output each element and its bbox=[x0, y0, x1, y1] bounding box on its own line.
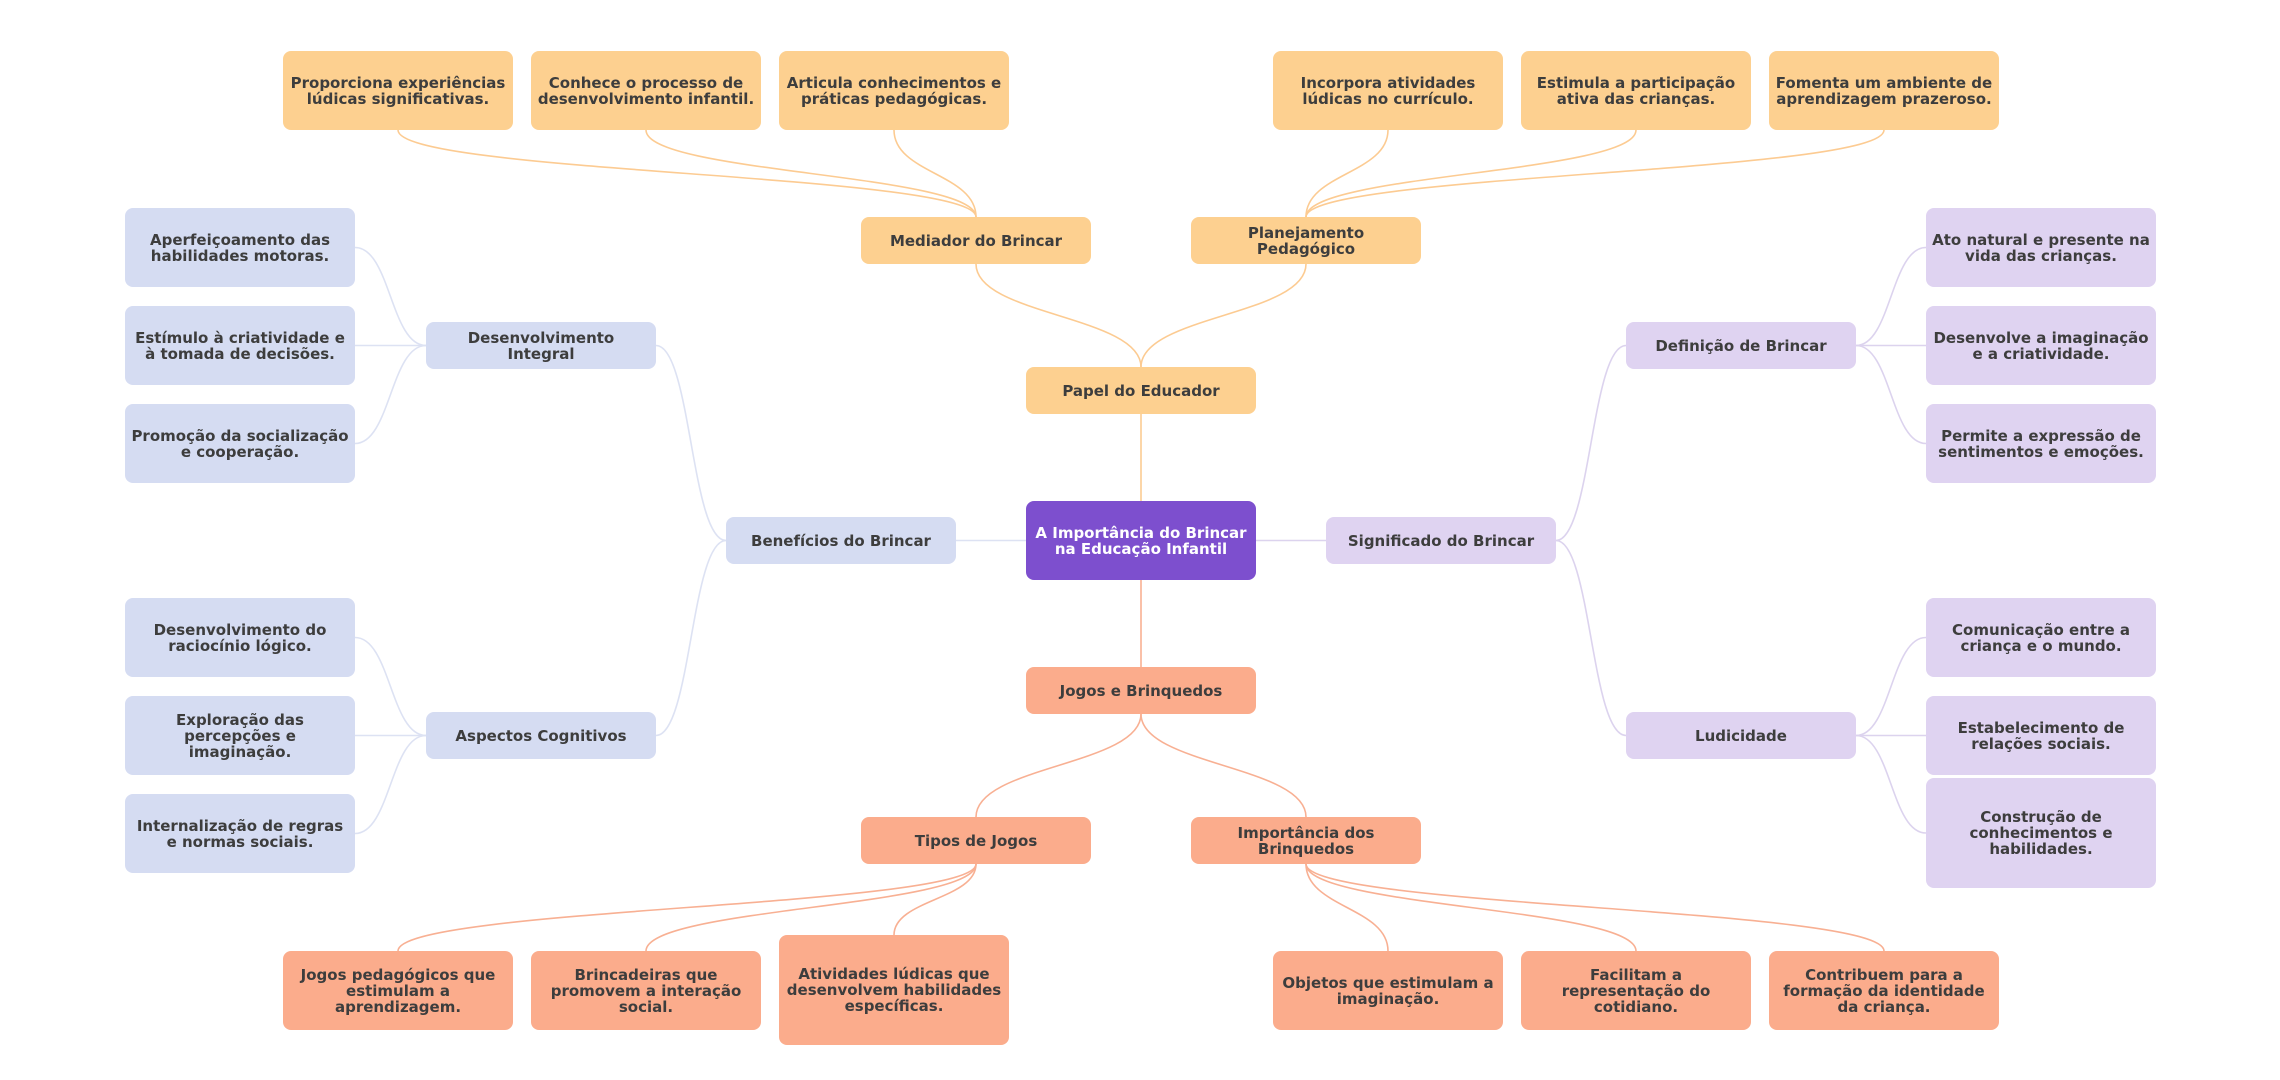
leaf-estimulo-a-criatividade[interactable]: Estímulo à criatividade e à tomada de de… bbox=[125, 306, 355, 385]
leaf-comunicacao[interactable]: Comunicação entre a criança e o mundo. bbox=[1926, 598, 2156, 677]
link-educador-planejamento bbox=[1140, 263, 1307, 368]
link-cognitivos-leaf-2 bbox=[354, 734, 427, 835]
leaf-internalizacao-de-regras[interactable]: Internalização de regras e normas sociai… bbox=[125, 794, 355, 873]
link-planejamento-leaf-0 bbox=[1305, 129, 1389, 218]
link-tipos-leaf-2 bbox=[893, 863, 977, 936]
link-cognitivos-leaf-0 bbox=[354, 636, 427, 737]
node-planejamento-pedagogico[interactable]: Planejamento Pedagógico bbox=[1191, 217, 1421, 264]
leaf-jogos-pedagogicos[interactable]: Jogos pedagógicos que estimulam a aprend… bbox=[283, 951, 513, 1030]
link-significado-definicao bbox=[1555, 344, 1627, 542]
leaf-contribuem-para-a-formacao[interactable]: Contribuem para a formação da identidade… bbox=[1769, 951, 1999, 1030]
link-mediador-leaf-0 bbox=[397, 129, 977, 218]
leaf-atividades-ludicas[interactable]: Atividades lúdicas que desenvolvem habil… bbox=[779, 935, 1009, 1045]
link-brinquedos-leaf-0 bbox=[1305, 863, 1389, 952]
link-significado-ludicidade bbox=[1555, 539, 1627, 737]
link-mediador-leaf-2 bbox=[893, 129, 977, 218]
link-jogos-tipos bbox=[975, 713, 1142, 818]
link-brinquedos-leaf-1 bbox=[1305, 863, 1637, 952]
link-planejamento-leaf-2 bbox=[1305, 129, 1885, 218]
leaf-fomenta-um-ambiente[interactable]: Fomenta um ambiente de aprendizagem praz… bbox=[1769, 51, 1999, 130]
leaf-permite-a-expressao[interactable]: Permite a expressão de sentimentos e emo… bbox=[1926, 404, 2156, 483]
node-significado-do-brincar[interactable]: Significado do Brincar bbox=[1326, 517, 1556, 564]
link-beneficios-desenvolvimento bbox=[655, 344, 727, 542]
node-mediador-do-brincar[interactable]: Mediador do Brincar bbox=[861, 217, 1091, 264]
link-desenvolvimento-leaf-2 bbox=[354, 344, 427, 445]
leaf-estabelecimento-de-relacoes[interactable]: Estabelecimento de relações sociais. bbox=[1926, 696, 2156, 775]
link-tipos-leaf-1 bbox=[645, 863, 977, 952]
link-tipos-leaf-0 bbox=[397, 863, 977, 952]
node-aspectos-cognitivos[interactable]: Aspectos Cognitivos bbox=[426, 712, 656, 759]
leaf-ato-natural[interactable]: Ato natural e presente na vida das crian… bbox=[1926, 208, 2156, 287]
link-definicao-leaf-2 bbox=[1855, 344, 1927, 445]
link-definicao-leaf-0 bbox=[1855, 246, 1927, 347]
node-jogos-e-brinquedos[interactable]: Jogos e Brinquedos bbox=[1026, 667, 1256, 714]
link-educador-mediador bbox=[975, 263, 1142, 368]
leaf-proporciona-experiencias[interactable]: Proporciona experiências lúdicas signifi… bbox=[283, 51, 513, 130]
leaf-construcao-de-conhecimentos[interactable]: Construção de conhecimentos e habilidade… bbox=[1926, 778, 2156, 888]
node-tipos-de-jogos[interactable]: Tipos de Jogos bbox=[861, 817, 1091, 864]
node-importancia-dos-brinquedos[interactable]: Importância dos Brinquedos bbox=[1191, 817, 1421, 864]
link-mediador-leaf-1 bbox=[645, 129, 977, 218]
node-papel-do-educador[interactable]: Papel do Educador bbox=[1026, 367, 1256, 414]
root-node[interactable]: A Importância do Brincar na Educação Inf… bbox=[1026, 501, 1256, 580]
link-planejamento-leaf-1 bbox=[1305, 129, 1637, 218]
node-beneficios-do-brincar[interactable]: Benefícios do Brincar bbox=[726, 517, 956, 564]
leaf-desenvolvimento-do-raciocinio[interactable]: Desenvolvimento do raciocínio lógico. bbox=[125, 598, 355, 677]
link-beneficios-cognitivos bbox=[655, 539, 727, 737]
leaf-facilitam-a-representacao[interactable]: Facilitam a representação do cotidiano. bbox=[1521, 951, 1751, 1030]
node-desenvolvimento-integral[interactable]: Desenvolvimento Integral bbox=[426, 322, 656, 369]
leaf-incorpora-atividades[interactable]: Incorpora atividades lúdicas no currícul… bbox=[1273, 51, 1503, 130]
leaf-brincadeiras[interactable]: Brincadeiras que promovem a interação so… bbox=[531, 951, 761, 1030]
leaf-estimula-a-participacao[interactable]: Estimula a participação ativa das crianç… bbox=[1521, 51, 1751, 130]
leaf-desenvolve-a-imaginacao[interactable]: Desenvolve a imaginação e a criatividade… bbox=[1926, 306, 2156, 385]
node-definicao-de-brincar[interactable]: Definição de Brincar bbox=[1626, 322, 1856, 369]
link-ludicidade-leaf-0 bbox=[1855, 636, 1927, 737]
link-ludicidade-leaf-2 bbox=[1855, 734, 1927, 834]
leaf-articula-conhecimentos[interactable]: Articula conhecimentos e práticas pedagó… bbox=[779, 51, 1009, 130]
leaf-promocao-da-socializacao[interactable]: Promoção da socialização e cooperação. bbox=[125, 404, 355, 483]
link-brinquedos-leaf-2 bbox=[1305, 863, 1885, 952]
leaf-conhece-o-processo[interactable]: Conhece o processo de desenvolvimento in… bbox=[531, 51, 761, 130]
leaf-objetos-que-estimulam[interactable]: Objetos que estimulam a imaginação. bbox=[1273, 951, 1503, 1030]
node-ludicidade[interactable]: Ludicidade bbox=[1626, 712, 1856, 759]
link-desenvolvimento-leaf-0 bbox=[354, 246, 427, 347]
leaf-exploracao-das-percepcoes[interactable]: Exploração das percepções e imaginação. bbox=[125, 696, 355, 775]
link-jogos-brinquedos bbox=[1140, 713, 1307, 818]
leaf-aperfeicoamento[interactable]: Aperfeiçoamento das habilidades motoras. bbox=[125, 208, 355, 287]
